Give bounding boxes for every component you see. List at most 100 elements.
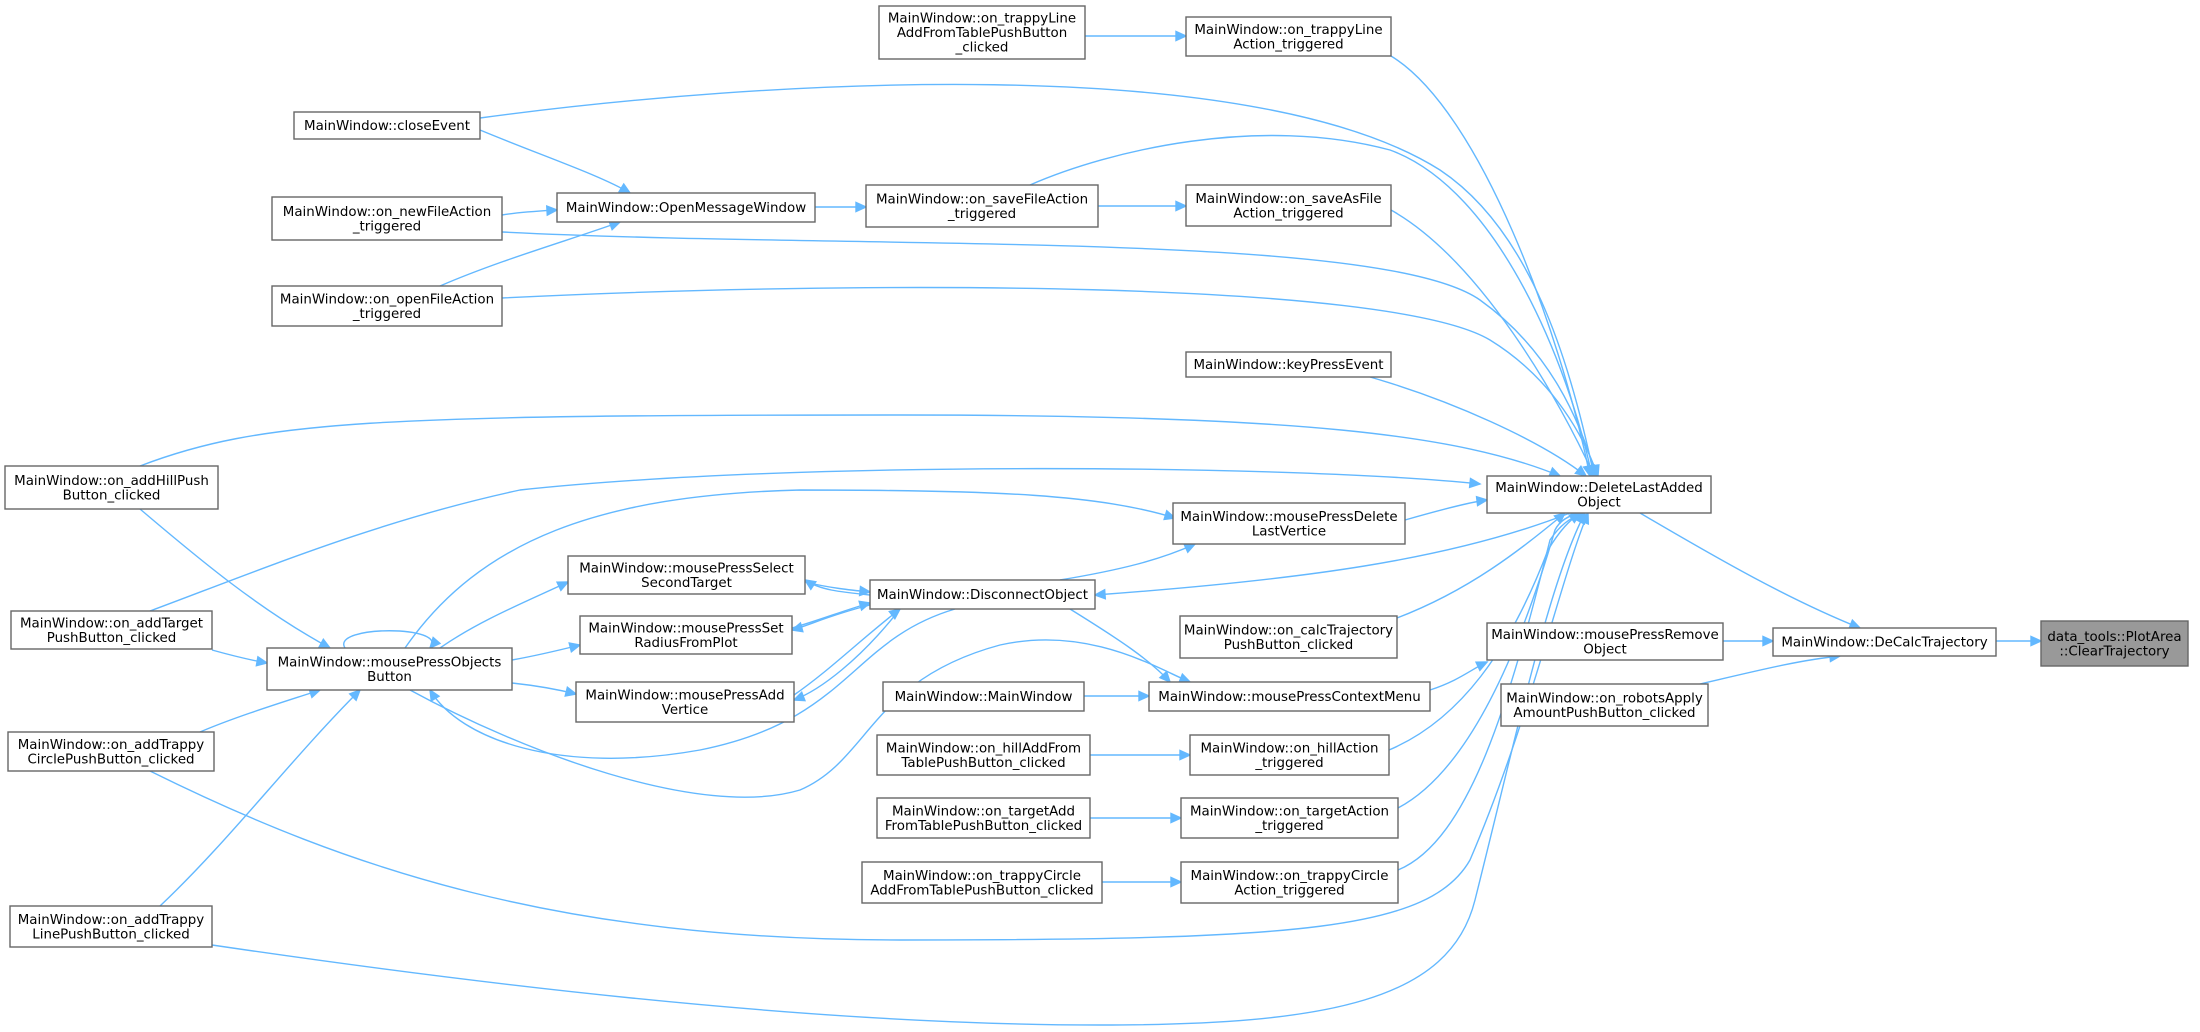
- edge-line: [439, 221, 621, 287]
- node-box: [271, 196, 503, 241]
- node-trappyCircleAdd[interactable]: MainWindow::on_trappyCircleAddFromTableP…: [861, 861, 1103, 904]
- edge-line: [501, 231, 1597, 477]
- node-box: [1185, 16, 1392, 57]
- edge-arrowhead: [2030, 635, 2043, 647]
- edge-saveAs-to-dla: [1390, 209, 1595, 478]
- node-label-line: MainWindow::closeEvent: [304, 119, 470, 134]
- node-box: [2040, 620, 2189, 667]
- node-label-line: Button: [367, 670, 412, 685]
- edge-arrowhead: [255, 655, 269, 667]
- node-keyPress[interactable]: MainWindow::keyPressEvent: [1185, 351, 1392, 378]
- node-closeEvent[interactable]: MainWindow::closeEvent: [293, 111, 481, 140]
- edge-arrowhead: [1474, 661, 1489, 672]
- node-disc[interactable]: MainWindow::DisconnectObject: [869, 579, 1096, 610]
- edge-closeEvent-to-omw: [479, 129, 632, 194]
- edge-mpob-to-mpst: [439, 581, 570, 649]
- node-box: [4, 465, 219, 510]
- edge-arrowhead: [1575, 511, 1586, 526]
- edge-mpob-to-mpdl: [404, 489, 1177, 649]
- edge-arrowhead: [1574, 465, 1588, 478]
- node-clear[interactable]: data_tools::PlotArea::ClearTrajectory: [2040, 620, 2189, 667]
- edge-disc-to-mpdl: [1059, 543, 1197, 581]
- edge-openFile-to-dla: [501, 286, 1600, 478]
- node-label-line: Action_triggered: [1233, 206, 1343, 221]
- edge-arrowhead: [1547, 466, 1562, 478]
- edge-line: [1369, 376, 1587, 477]
- edge-line: [409, 639, 1191, 798]
- node-addTarget[interactable]: MainWindow::on_addTargetPushButton_click…: [10, 610, 213, 650]
- node-robots[interactable]: MainWindow::on_robotsApplyAmountPushButt…: [1500, 683, 1709, 727]
- node-label-line: LastVertice: [1252, 524, 1326, 539]
- node-label-line: ::ClearTrajectory: [2059, 644, 2169, 659]
- node-label-line: MainWindow::on_trappyLine: [1194, 23, 1382, 38]
- node-label-line: Vertice: [662, 703, 708, 718]
- edge-addTarget-to-dla: [149, 467, 1482, 612]
- node-newFile[interactable]: MainWindow::on_newFileAction_triggered: [271, 196, 503, 241]
- edge-arrowhead: [555, 581, 570, 592]
- edge-mpob-to-mpav: [511, 682, 578, 697]
- edge-line: [1397, 512, 1582, 809]
- node-label-line: Action_triggered: [1234, 883, 1344, 898]
- node-omw[interactable]: MainWindow::OpenMessageWindow: [556, 192, 816, 223]
- node-label-line: MainWindow::mousePressContextMenu: [1158, 690, 1420, 705]
- node-targetAct[interactable]: MainWindow::on_targetAction_triggered: [1180, 797, 1399, 839]
- node-label-line: Object: [1577, 495, 1621, 510]
- edge-line: [791, 604, 871, 631]
- node-label-line: MainWindow::mousePressSet: [588, 621, 783, 636]
- node-label-line: MainWindow::on_trappyCircle: [1191, 869, 1389, 884]
- node-box: [9, 905, 213, 948]
- edge-arrowhead: [1170, 812, 1183, 824]
- node-label-line: AddFromTablePushButton_clicked: [870, 883, 1093, 898]
- node-box: [1185, 184, 1392, 227]
- node-box: [293, 111, 481, 140]
- node-decalc[interactable]: MainWindow::DeCalcTrajectory: [1772, 627, 1997, 657]
- node-box: [556, 192, 816, 223]
- node-label-line: Button_clicked: [63, 488, 161, 503]
- edge-arrowhead: [1847, 618, 1862, 630]
- node-openFile[interactable]: MainWindow::on_openFileAction_triggered: [271, 285, 503, 327]
- edge-arrowhead: [348, 688, 362, 702]
- node-saveAs[interactable]: MainWindow::on_saveAsFileAction_triggere…: [1185, 184, 1392, 227]
- node-hillAct[interactable]: MainWindow::on_hillAction_triggered: [1189, 734, 1390, 776]
- node-label-line: MainWindow::mousePressDelete: [1180, 510, 1397, 525]
- edge-arrowhead: [428, 636, 442, 650]
- edge-calcTraj-to-dla: [1396, 511, 1567, 619]
- node-label-line: _triggered: [1254, 756, 1323, 771]
- node-box: [865, 184, 1099, 228]
- node-targetAdd[interactable]: MainWindow::on_targetAddFromTablePushBut…: [876, 797, 1091, 839]
- node-box: [861, 861, 1103, 904]
- node-mainWindow[interactable]: MainWindow::MainWindow: [882, 681, 1085, 712]
- node-trappyLineAct[interactable]: MainWindow::on_trappyLineAction_triggere…: [1185, 16, 1392, 57]
- node-label-line: MainWindow::on_trappyLine: [888, 12, 1076, 27]
- node-addTrappyLine[interactable]: MainWindow::on_addTrappyLinePushButton_c…: [9, 905, 213, 948]
- node-label-line: TablePushButton_clicked: [900, 756, 1065, 771]
- node-trappyCircleAct[interactable]: MainWindow::on_trappyCircleAction_trigge…: [1180, 861, 1399, 904]
- edge-arrowhead: [1093, 588, 1107, 600]
- node-trappyLineAdd[interactable]: MainWindow::on_trappyLineAddFromTablePus…: [878, 5, 1086, 60]
- node-label-line: Object: [1583, 642, 1627, 657]
- node-addTrappyCircle[interactable]: MainWindow::on_addTrappyCirclePushButton…: [7, 731, 215, 772]
- node-calcTraj[interactable]: MainWindow::on_calcTrajectoryPushButton_…: [1179, 615, 1398, 659]
- node-label-line: MainWindow::DisconnectObject: [877, 588, 1088, 603]
- edge-arrowhead: [1170, 876, 1183, 888]
- edge-trappyCircleAdd-to-trappyCircleAct: [1102, 876, 1183, 888]
- edge-hillAdd-to-hillAct: [1090, 749, 1192, 761]
- node-hillAdd[interactable]: MainWindow::on_hillAddFromTablePushButto…: [876, 734, 1091, 776]
- edge-line: [429, 608, 956, 759]
- node-label-line: _triggered: [352, 307, 421, 322]
- edge-mpsr-to-disc: [791, 600, 872, 629]
- node-label-line: CirclePushButton_clicked: [27, 752, 194, 767]
- node-saveFile[interactable]: MainWindow::on_saveFileAction_triggered: [865, 184, 1099, 228]
- edge-arrowhead: [1584, 463, 1595, 478]
- node-label-line: MainWindow::on_addTarget: [20, 616, 203, 631]
- edge-arrowhead: [1175, 200, 1188, 212]
- node-mpcm[interactable]: MainWindow::mousePressContextMenu: [1148, 681, 1431, 712]
